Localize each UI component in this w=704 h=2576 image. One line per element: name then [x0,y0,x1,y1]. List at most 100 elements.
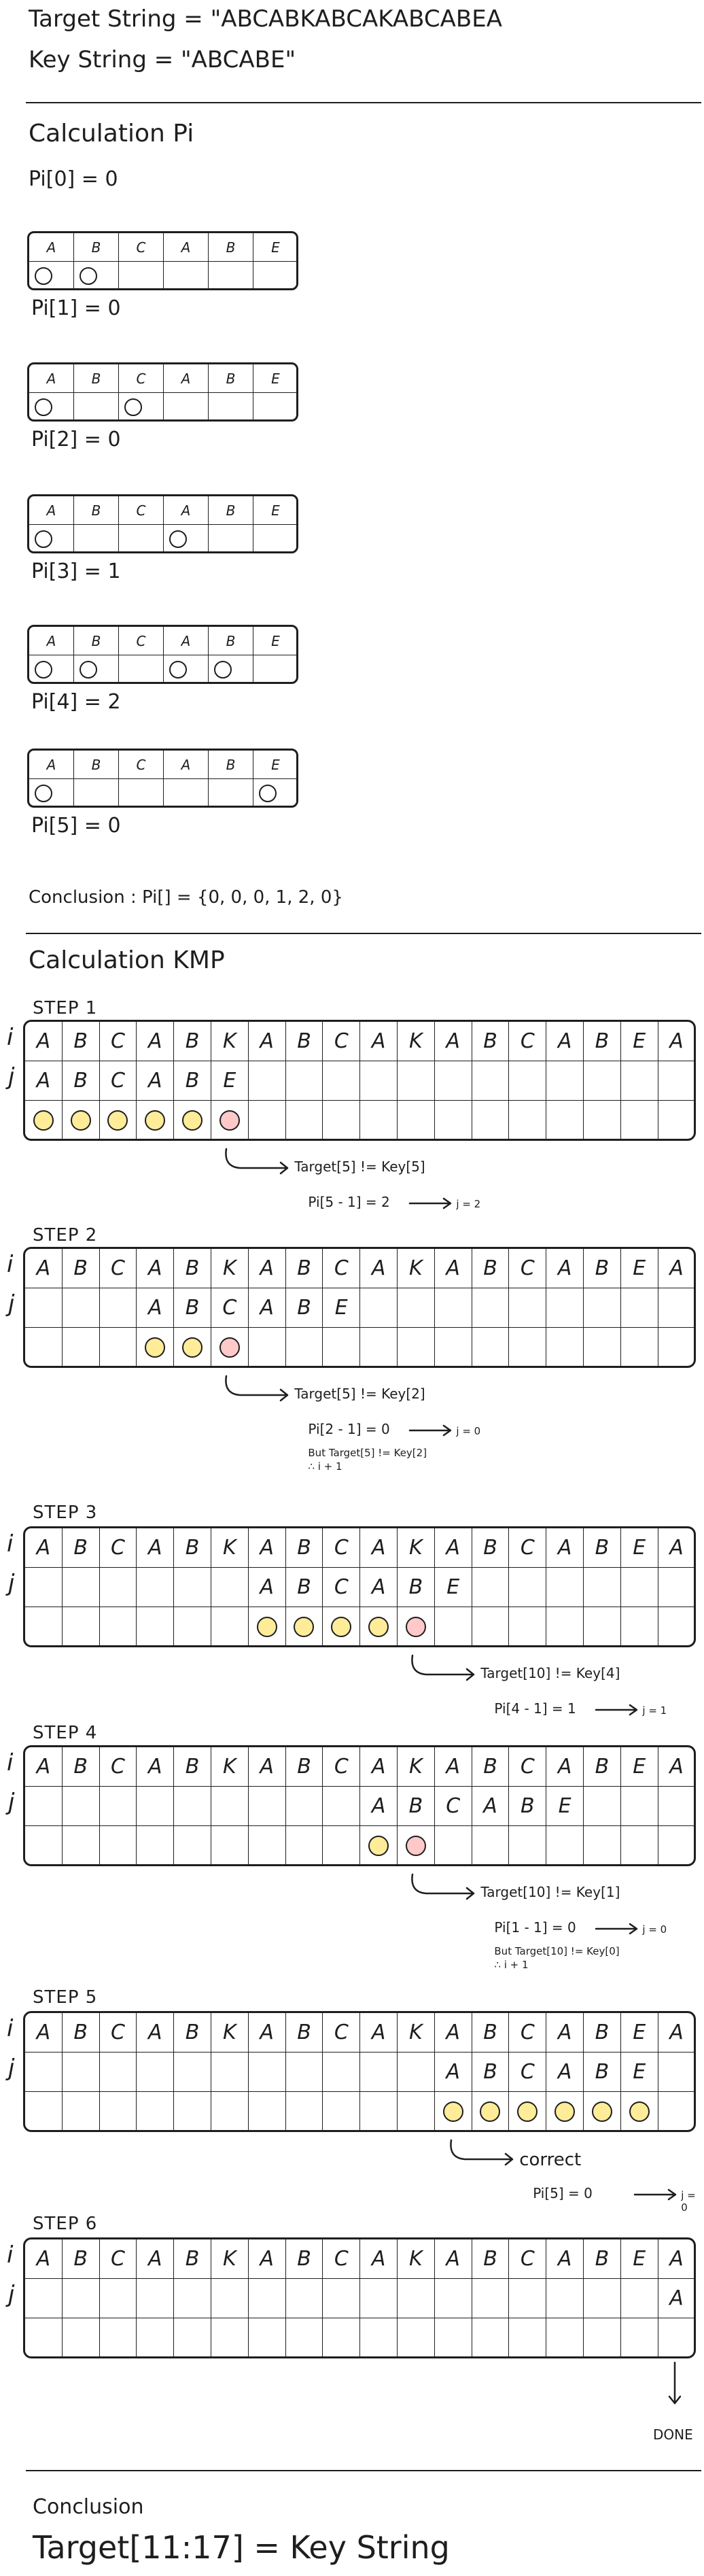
target-cell: B [285,1022,323,1061]
target-cell: B [62,1249,100,1288]
pi-value-label: Pi[5] = 0 [31,814,121,838]
target-cell: K [211,1249,249,1288]
target-cell: A [658,1249,694,1288]
key-cell [248,1787,286,1826]
target-cell: B [472,2239,510,2279]
target-cell: A [546,1528,584,1568]
target-cell: A [248,2013,286,2053]
key-cell: A [360,1568,398,1607]
compare-cell [25,1826,63,1864]
target-cell: K [211,1528,249,1568]
target-cell: B [174,2013,211,2053]
compare-cell [621,1101,658,1139]
target-cell: B [584,2239,621,2279]
compare-cell [211,1607,249,1645]
compare-cell [584,1328,621,1366]
compare-cell [286,2092,323,2130]
pi-mark-cell [74,525,119,551]
match-dot [182,1110,203,1131]
key-cell [584,1787,621,1826]
key-cell [509,2279,547,2318]
pi-key-cell: B [209,364,253,393]
key-cell [137,1787,175,1826]
compare-cell [211,2092,249,2130]
target-cell: B [174,1747,211,1787]
step-label: STEP 4 [33,1723,98,1743]
key-cell [398,2053,435,2092]
pi-circle-mark [35,784,52,802]
compare-cell [137,2092,175,2130]
target-cell: K [398,2013,435,2053]
pi-circle-mark [124,398,142,416]
target-cell: C [509,1528,547,1568]
target-cell: A [360,1022,398,1061]
mismatch-dot [219,1110,240,1131]
key-cell: A [137,1061,175,1101]
target-cell: B [584,1249,621,1288]
pi-key-cell: B [74,627,119,655]
pi-section-title: Calculation Pi [29,120,194,148]
target-cell: A [658,2013,694,2053]
compare-cell [63,1101,100,1139]
mismatch-dot [405,1835,426,1856]
key-cell: E [211,1061,249,1101]
compare-cell [472,2318,510,2356]
target-cell: A [546,2013,584,2053]
compare-cell [658,1101,694,1139]
pi-circle-mark [35,660,52,679]
key-cell [360,1288,398,1328]
target-cell: C [99,2239,137,2279]
target-cell: B [285,1528,323,1568]
j-assign-note: j = 0 [456,1425,481,1437]
target-cell: B [472,1022,510,1061]
pi-value-label: Pi[4] = 2 [31,690,121,714]
target-cell: A [360,2013,398,2053]
branch-arrow [411,1873,475,1900]
key-cell [62,2053,100,2092]
match-dot [368,1835,389,1856]
compare-cell [286,2318,323,2356]
pi-key-cell: B [209,751,253,779]
target-cell: B [62,2013,100,2053]
mismatch-note: Target[10] != Key[4] [480,1665,620,1681]
compare-cell [63,1607,100,1645]
compare-cell [509,1826,547,1864]
key-cell: B [398,1787,435,1826]
compare-cell [621,1607,658,1645]
pi-mark-cell [74,393,119,419]
key-cell [174,2053,211,2092]
step-label: STEP 5 [33,1987,98,2008]
match-dot [107,1110,128,1131]
target-cell: C [99,1747,137,1787]
compare-cell [621,2092,658,2130]
target-cell: C [509,1022,547,1061]
divider-2 [26,933,701,934]
pi-lookup-note: Pi[5 - 1] = 2 [308,1194,390,1210]
compare-cell [211,1328,249,1366]
compare-cell [249,1607,286,1645]
compare-cell [249,2318,286,2356]
compare-cell [137,2318,175,2356]
target-cell: A [25,2239,63,2279]
key-cell [584,1568,621,1607]
target-cell: A [546,2239,584,2279]
pi-mark-cell [119,525,164,551]
pi-mark-cell [253,525,296,551]
compare-cell [398,1101,435,1139]
target-cell: K [211,2013,249,2053]
key-cell: B [174,1288,211,1328]
key-cell [285,2053,323,2092]
compare-cell [509,1101,547,1139]
pi-key-cell: C [119,751,164,779]
target-cell: A [248,2239,286,2279]
increment-note: ∴ i + 1 [494,1959,529,1971]
compare-cell [100,1607,137,1645]
compare-cell [435,1328,472,1366]
pi-mark-cell [119,393,164,419]
compare-cell [472,2092,510,2130]
key-cell: E [323,1288,361,1328]
pi-mark-cell [164,262,209,288]
pi-mark-cell [29,393,74,419]
